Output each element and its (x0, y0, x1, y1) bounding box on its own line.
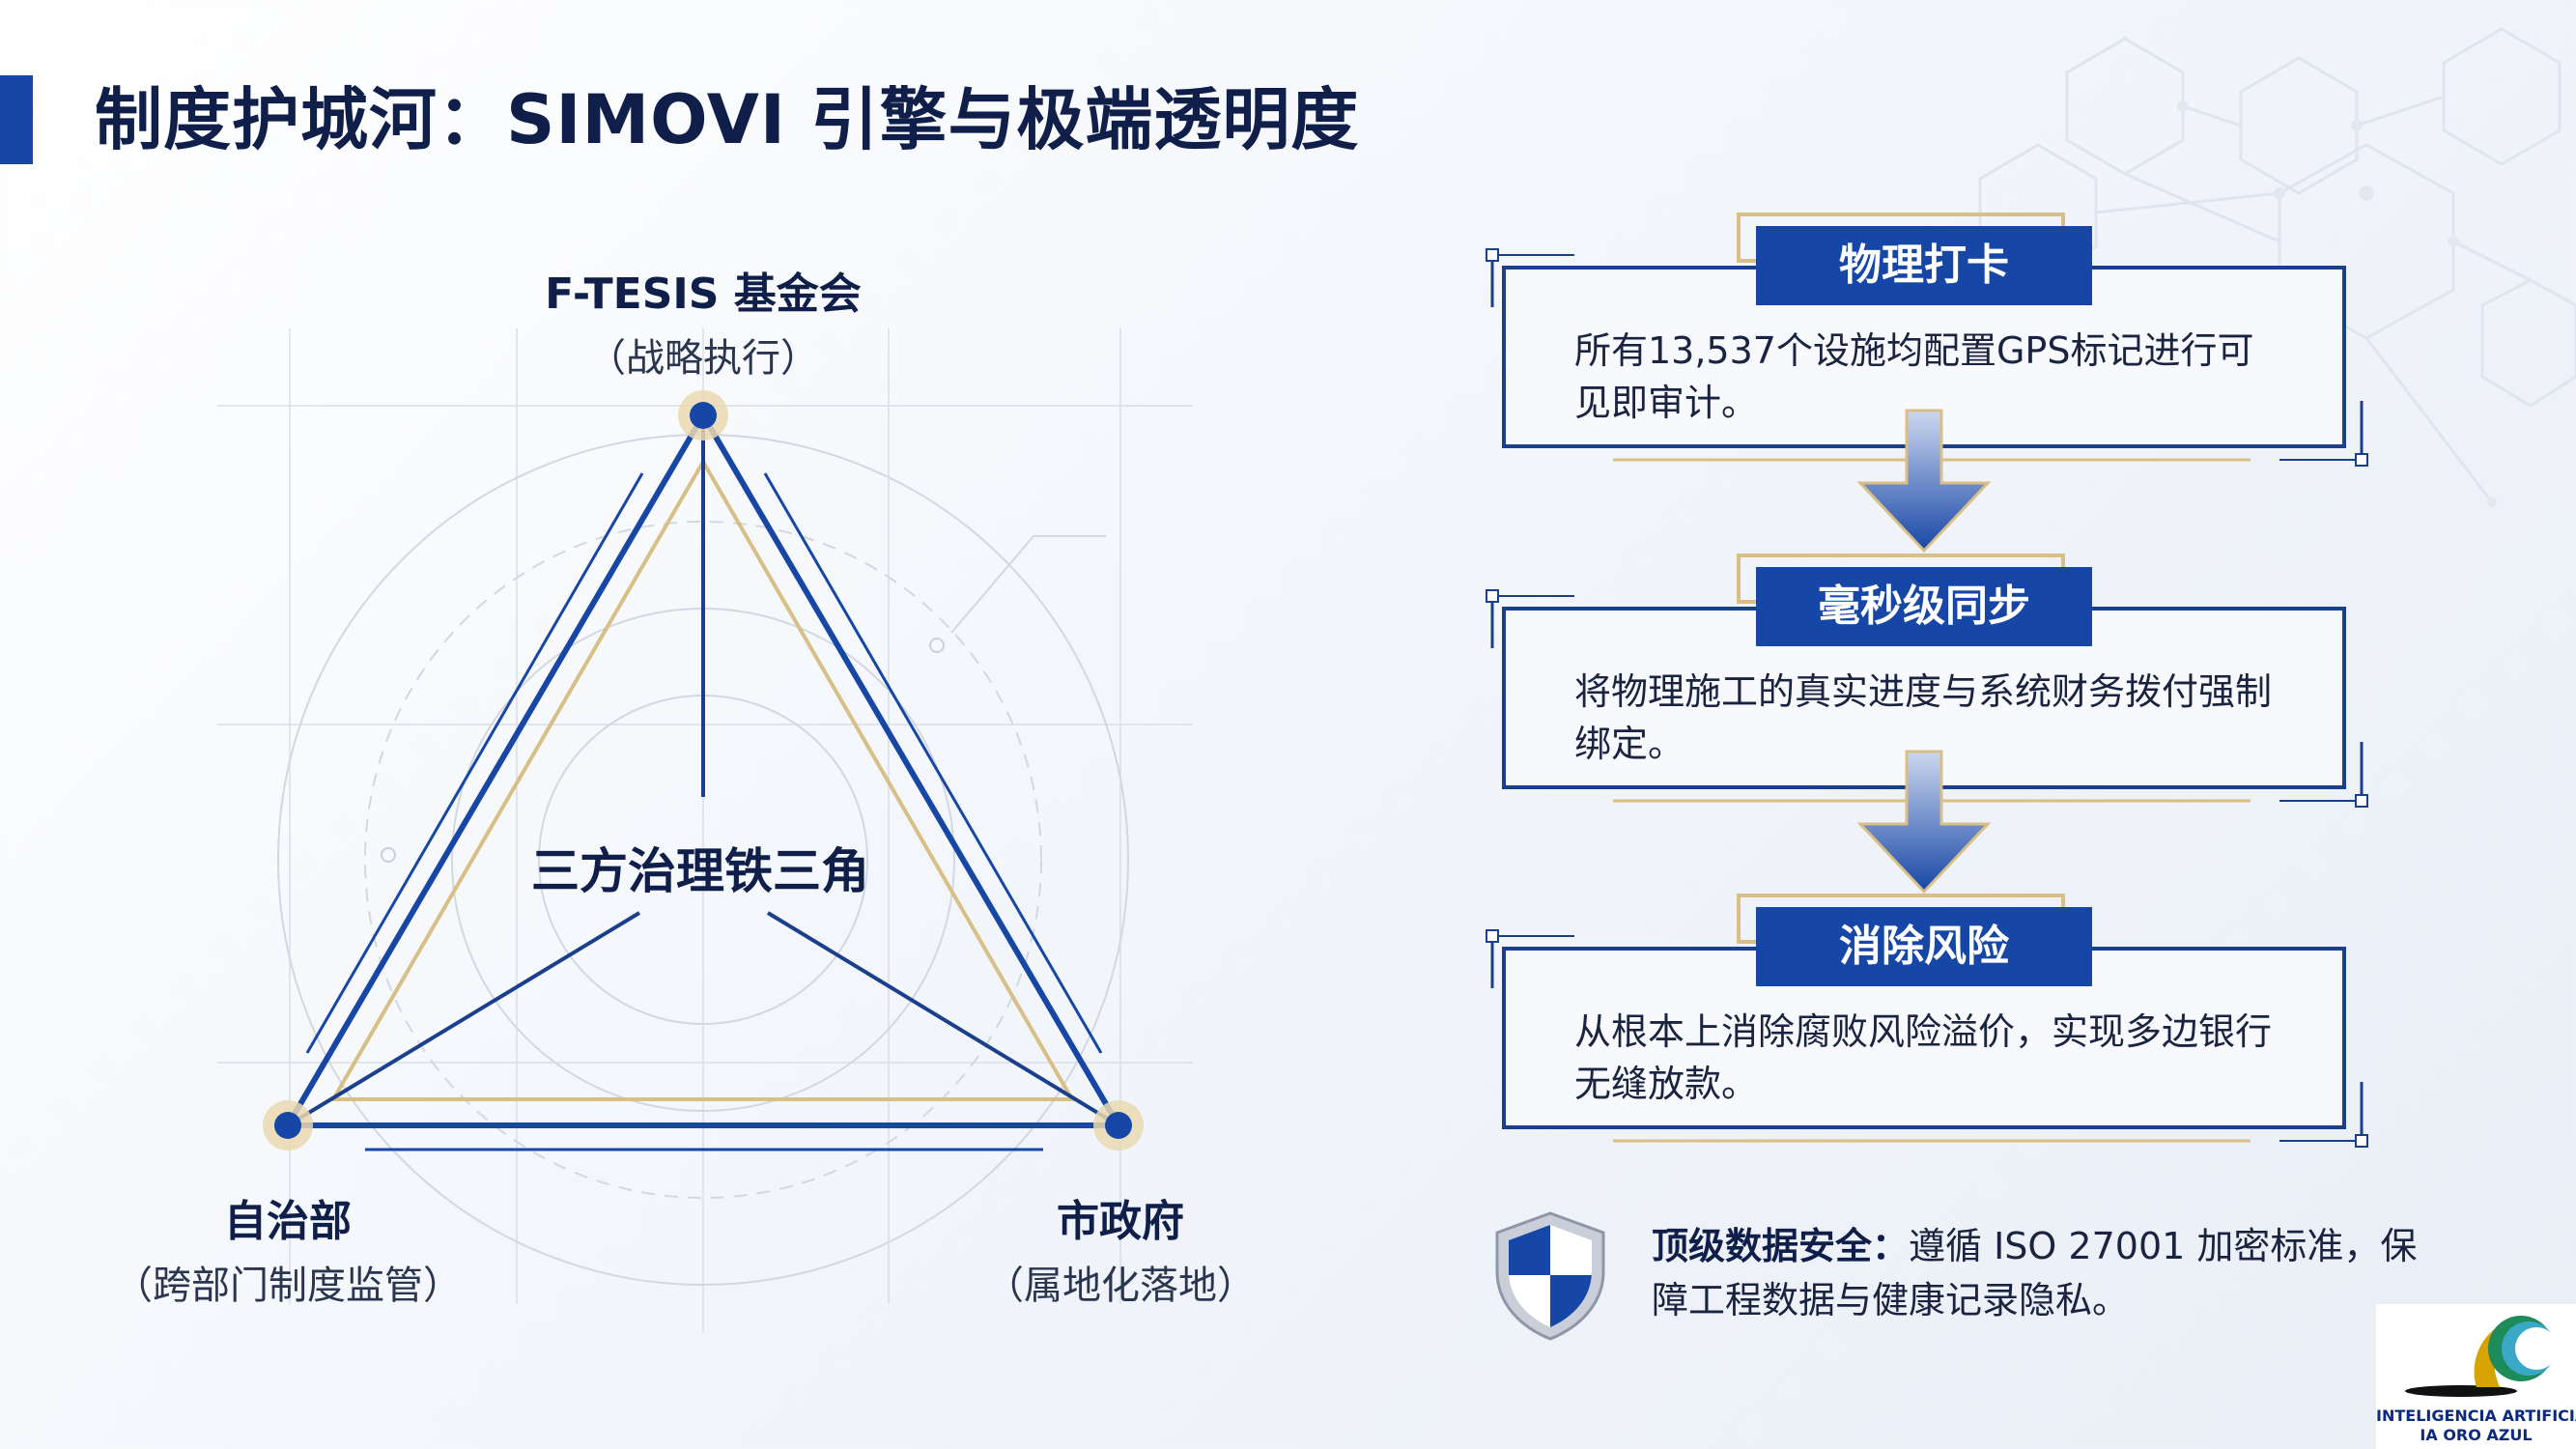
step-3-text: 从根本上消除腐败风险溢价，实现多边银行无缝放款。 (1574, 1010, 2273, 1105)
logo-text-line1: INTELIGENCIA ARTIFICIAL (2376, 1406, 2576, 1425)
title-accent-bar (0, 75, 33, 164)
logo-text-line2: IA ORO AZUL (2420, 1426, 2533, 1444)
step-2-text: 将物理施工的真实进度与系统财务拨付强制绑定。 (1574, 670, 2273, 765)
annotation-dot (381, 847, 396, 863)
shield-icon (1495, 1211, 1605, 1341)
security-label: 顶级数据安全： (1652, 1225, 1910, 1267)
governance-triangle-diagram (217, 328, 1193, 1333)
outer-triangle (282, 410, 1124, 1128)
security-text: 遵循 ISO 27001 加密标准，保障工程数据与健康记录隐私。 (1652, 1225, 2418, 1321)
company-logo: INTELIGENCIA ARTIFICIAL IA ORO AZUL (2376, 1304, 2576, 1449)
step-2-title: 毫秒级同步 (1756, 567, 2092, 646)
node-top-label: F-TESIS 基金会 （战略执行） (510, 259, 896, 383)
arrow-down-icon (1856, 409, 1992, 554)
vertex-node-right (1093, 1100, 1144, 1151)
node-right-label: 市政府 （属地化落地） (927, 1186, 1314, 1310)
node-right-name: 市政府 (1057, 1197, 1184, 1246)
step-1-title: 物理打卡 (1756, 226, 2092, 305)
node-left-role: （跨部门制度监管） (114, 1264, 462, 1308)
node-top-role: （战略执行） (587, 336, 819, 381)
spoke-right (766, 911, 1120, 1127)
node-left-label: 自治部 （跨部门制度监管） (95, 1186, 481, 1310)
node-top-name: F-TESIS 基金会 (545, 270, 862, 319)
spoke-left (286, 911, 641, 1127)
annotation-leader-line (950, 535, 1106, 634)
step-3-title: 消除风险 (1756, 907, 2092, 986)
inner-gold-triangle (329, 458, 1076, 1101)
data-security-note: 顶级数据安全：遵循 ISO 27001 加密标准，保障工程数据与健康记录隐私。 (1652, 1219, 2424, 1327)
node-left-name: 自治部 (224, 1197, 352, 1246)
triangle-center-label: 三方治理铁三角 (531, 843, 869, 899)
node-right-role: （属地化落地） (985, 1264, 1256, 1308)
annotation-dot (929, 638, 945, 653)
step-1-text: 所有13,537个设施均配置GPS标记进行可见即审计。 (1574, 329, 2254, 424)
vertex-node-top (678, 390, 728, 440)
logo-mark (2405, 1316, 2558, 1397)
arrow-down-icon (1856, 750, 1992, 895)
vertex-node-left (263, 1100, 313, 1151)
process-flow-diagram (1486, 213, 2368, 1148)
page-title: 制度护城河：SIMOVI 引擎与极端透明度 (95, 80, 1360, 159)
